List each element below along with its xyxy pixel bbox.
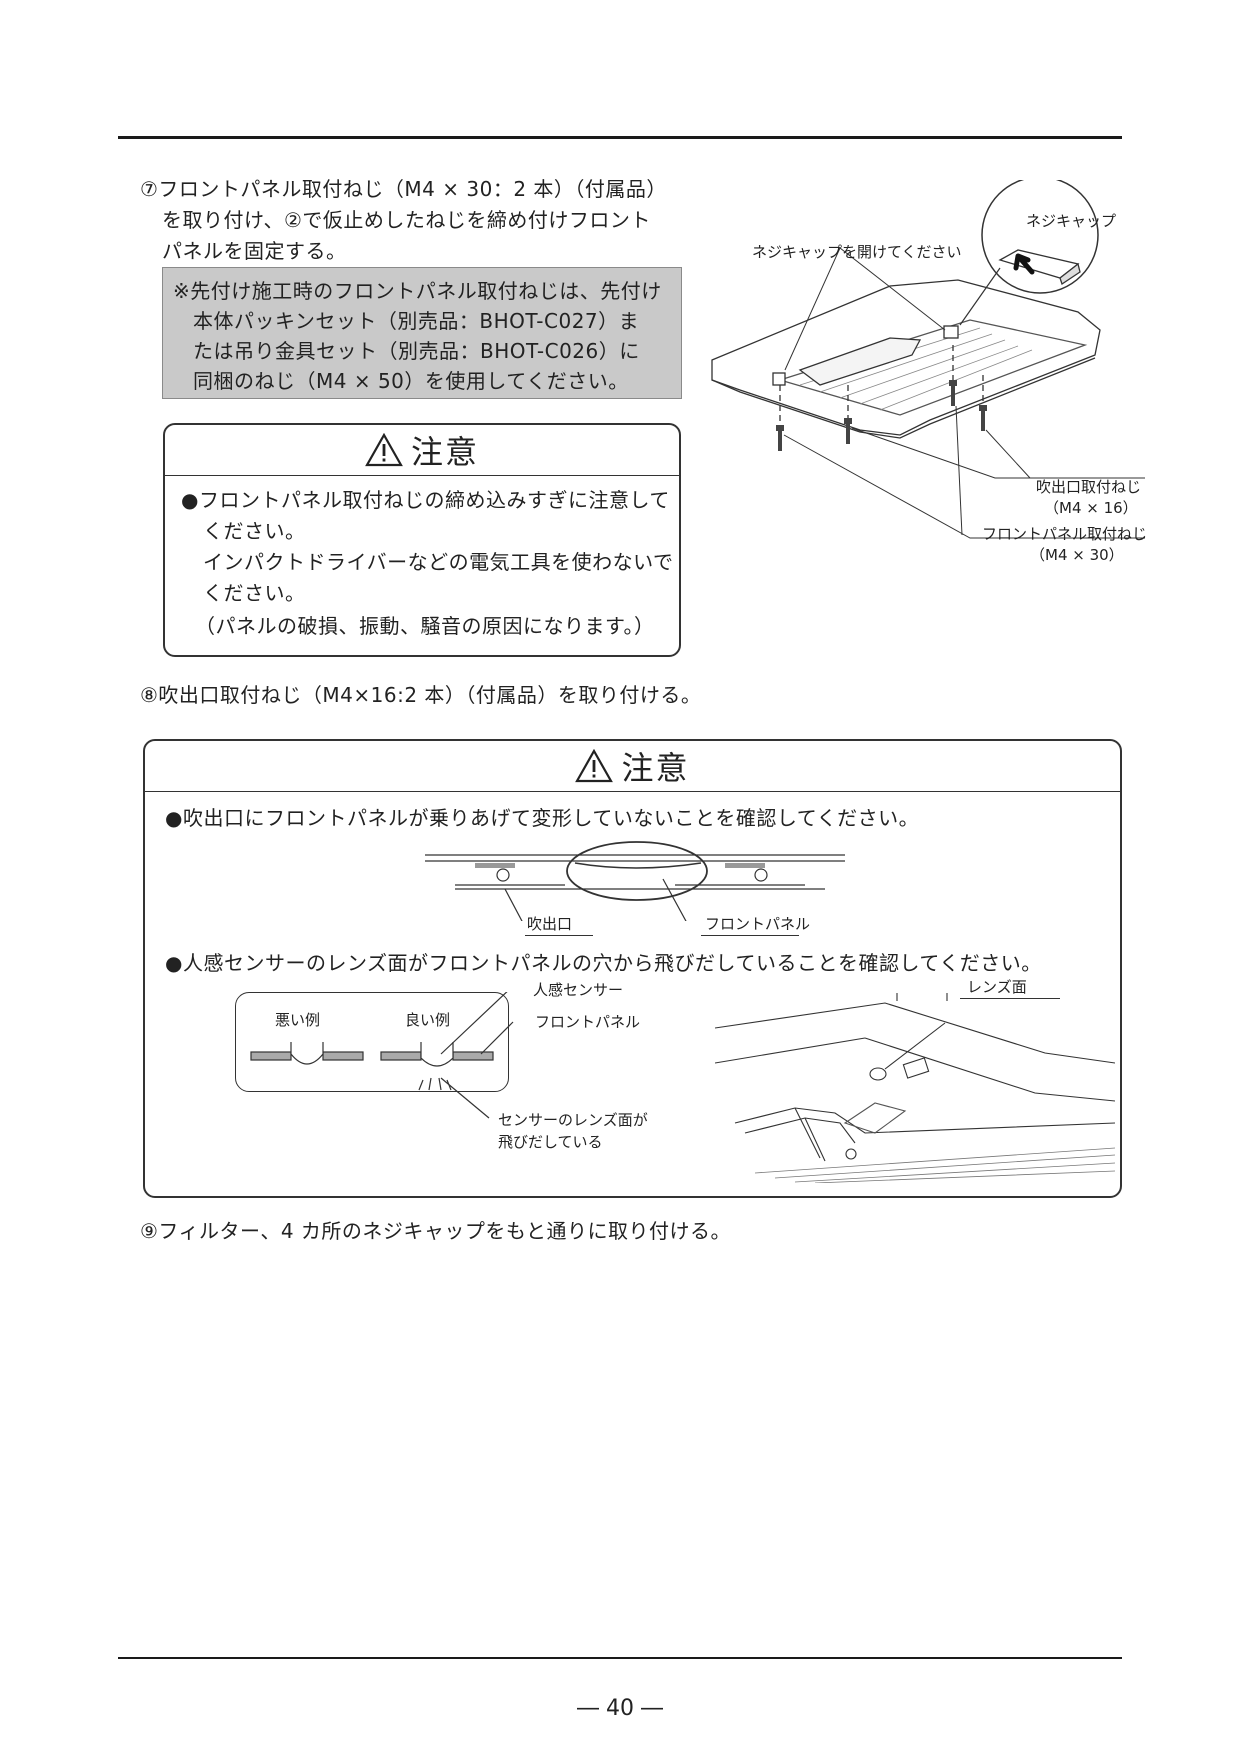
warning-triangle-icon: [365, 433, 403, 467]
sensor-examples-figure: [250, 992, 514, 1119]
panel-label: フロントパネル: [535, 1013, 641, 1031]
step7-line3: パネルを固定する。: [162, 239, 347, 263]
page-number: ― 40 ―: [577, 1696, 663, 1721]
fig-panel-label: フロントパネル: [705, 915, 811, 933]
step7-line2: を取り付け、②で仮止めしたねじを締め付けフロント: [162, 208, 651, 232]
ceiling-unit-figure: [711, 180, 1145, 539]
caution-title-2: 注意: [621, 749, 690, 787]
outlet-cross-section-figure: [425, 841, 845, 921]
outlet-screw-label: 吹出口取付ねじ: [1036, 478, 1142, 496]
note-line2: 本体パッキンセット（別売品：BHOT-C027）ま: [193, 309, 640, 333]
top-rule: [118, 136, 1122, 139]
open-screw-cap-label: ネジキャップを開けてください: [752, 243, 962, 261]
caution-header-2: 注意: [145, 741, 1120, 792]
caution-box-1: 注意 ●フロントパネル取付ねじの締め込みすぎに注意して ください。 インパクトド…: [163, 423, 681, 657]
caution1-line5: （パネルの破損、振動、騒音の原因になります。）: [195, 614, 655, 638]
note-line3: たは吊り金具セット（別売品：BHOT-C026）に: [193, 339, 640, 363]
warning-triangle-icon: [575, 749, 614, 783]
caution1-line3: インパクトドライバーなどの電気工具を使わないで: [203, 550, 674, 574]
caution-header-1: 注意: [165, 425, 679, 476]
fig-panel-underline: [701, 935, 799, 936]
note-line4: 同梱のねじ（M4 × 50）を使用してください。: [193, 369, 629, 393]
bottom-rule: [118, 1657, 1122, 1659]
step7-line1: ⑦フロントパネル取付ねじ（M4 × 30：2 本）（付属品）: [140, 177, 667, 201]
panel-screw-size: （M4 × 30）: [1030, 546, 1124, 564]
screw-cap-label: ネジキャップ: [1026, 212, 1117, 230]
outlet-screw-size: （M4 × 16）: [1044, 499, 1138, 517]
caution2-bullet2: ●人感センサーのレンズ面がフロントパネルの穴から飛びだしていることを確認してくだ…: [165, 951, 1042, 975]
caution-box-2: 注意 ●吹出口にフロントパネルが乗りあげて変形していないことを確認してください。…: [143, 739, 1122, 1198]
bad-example-label: 悪い例: [275, 1011, 321, 1029]
fig-outlet-underline: [525, 935, 593, 936]
caution1-line1: ●フロントパネル取付ねじの締め込みすぎに注意して: [181, 488, 670, 512]
note-line1: ※先付け施工時のフロントパネル取付ねじは、先付け: [173, 279, 662, 303]
good-example-label: 良い例: [405, 1011, 451, 1029]
caution1-line2: ください。: [203, 519, 306, 543]
lens-surface-label: レンズ面: [967, 978, 1027, 996]
note-box: ※先付け施工時のフロントパネル取付ねじは、先付け 本体パッキンセット（別売品：B…: [162, 267, 682, 399]
lens-surface-underline: [960, 998, 1060, 999]
sensor-lens-perspective-figure: [715, 993, 1115, 1183]
caution2-bullet1: ●吹出口にフロントパネルが乗りあげて変形していないことを確認してください。: [165, 806, 920, 830]
lens-note-line2: 飛びだしている: [498, 1133, 603, 1151]
lens-note-line1: センサーのレンズ面が: [498, 1111, 648, 1129]
sensor-examples-box: [235, 992, 509, 1092]
fig-outlet-label: 吹出口: [527, 915, 573, 933]
panel-screw-label: フロントパネル取付ねじ: [982, 525, 1148, 543]
step9-text: ⑨フィルター、4 カ所のネジキャップをもと通りに取り付ける。: [140, 1219, 732, 1243]
caution-title-1: 注意: [410, 433, 479, 471]
caution1-line4: ください。: [203, 581, 306, 605]
sensor-label: 人感センサー: [533, 981, 624, 999]
step8-text: ⑧吹出口取付ねじ（M4×16:2 本）（付属品）を取り付ける。: [140, 683, 702, 707]
